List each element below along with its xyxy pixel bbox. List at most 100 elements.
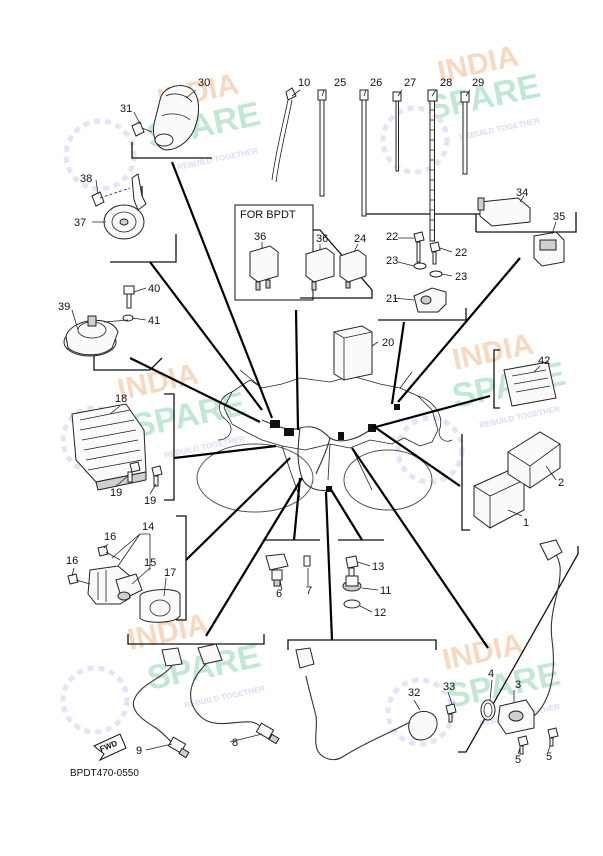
throttle-sensor-15 xyxy=(87,565,143,605)
callout-38: 38 xyxy=(80,173,92,185)
fwd-indicator: FWD xyxy=(93,733,127,762)
callout-23b: 23 xyxy=(455,271,467,283)
callout-4: 4 xyxy=(488,668,494,680)
bolt-22b xyxy=(429,241,441,265)
bolt-38 xyxy=(91,187,131,207)
wrench-icon xyxy=(60,665,130,735)
fwd-arrow-icon xyxy=(93,733,127,762)
callout-34: 34 xyxy=(516,187,528,199)
callout-11: 11 xyxy=(380,585,391,597)
frame-lines xyxy=(239,369,413,499)
washer-41 xyxy=(103,314,134,323)
frame-fairing-right xyxy=(417,395,453,442)
wrench-icon xyxy=(63,118,137,192)
relay-36b xyxy=(305,247,335,291)
harness-connector xyxy=(270,420,280,428)
callout-14: 14 xyxy=(142,521,154,533)
bracket-21 xyxy=(413,287,447,313)
callout-5a: 5 xyxy=(515,754,521,766)
bolt-19a xyxy=(127,461,141,483)
callout-2: 2 xyxy=(558,477,564,489)
connector-35 xyxy=(533,231,565,267)
sensor-8 xyxy=(190,643,280,745)
callout-19b: 19 xyxy=(144,495,156,507)
callout-29: 29 xyxy=(472,77,484,89)
watermark-tagline: REBUILD TOGETHER xyxy=(177,146,259,172)
callout-22a: 22 xyxy=(386,231,398,243)
harness-connector xyxy=(326,486,332,492)
frame-wheel-left xyxy=(196,443,314,513)
washer-23b xyxy=(429,270,443,278)
bolt-16a xyxy=(97,545,121,561)
rectifier-18 xyxy=(71,403,147,491)
callout-30: 30 xyxy=(198,77,210,89)
cable-tie-10 xyxy=(271,87,297,183)
label-plate-42 xyxy=(503,361,557,407)
callout-13: 13 xyxy=(372,561,384,573)
cable-tie-26 xyxy=(359,89,369,217)
callout-22b: 22 xyxy=(455,247,467,259)
callout-20: 20 xyxy=(382,337,394,349)
wrench-icon xyxy=(380,105,450,175)
cable-tie-29 xyxy=(460,91,470,175)
cable-tie-25 xyxy=(317,89,327,197)
sensor-6 xyxy=(265,553,289,587)
callout-33: 33 xyxy=(443,681,455,693)
cable-tie-27 xyxy=(392,91,402,172)
bolt-40 xyxy=(123,285,135,309)
callout-21: 21 xyxy=(386,293,398,305)
callout-39: 39 xyxy=(58,301,70,313)
callout-31: 31 xyxy=(120,103,132,115)
watermark-bottom-left: INDIA SPARE REBUILD TOGETHER xyxy=(60,608,266,735)
callout-ticks xyxy=(71,89,557,755)
callout-17: 17 xyxy=(164,567,176,579)
wire-harness xyxy=(261,419,371,492)
sensor-32 xyxy=(295,647,438,761)
relay-36a xyxy=(249,245,279,291)
callout-10: 10 xyxy=(298,77,310,89)
diagram-code: BPDT470-0550 xyxy=(70,768,139,779)
washer-23a xyxy=(413,262,427,270)
callout-36b: 36 xyxy=(316,233,328,245)
callout-6: 6 xyxy=(276,588,282,600)
callout-28: 28 xyxy=(440,77,452,89)
frame-body xyxy=(223,375,439,451)
callout-35: 35 xyxy=(553,211,565,223)
callout-25: 25 xyxy=(334,77,346,89)
callout-15: 15 xyxy=(144,557,156,569)
harness-connector xyxy=(338,432,344,440)
sensor-3 xyxy=(497,539,563,735)
callout-7: 7 xyxy=(306,585,312,597)
callout-16b: 16 xyxy=(66,555,78,567)
for-bpdt-label: FOR BPDT xyxy=(240,209,296,221)
harness-connector xyxy=(284,428,294,436)
frame-wheel-right xyxy=(343,449,433,511)
bolt-5b xyxy=(547,727,559,747)
harness-connector xyxy=(394,404,400,410)
horn-cover-30 xyxy=(153,85,199,151)
callout-8: 8 xyxy=(232,737,238,749)
callout-19a: 19 xyxy=(110,487,122,499)
watermark-tagline: REBUILD TOGETHER xyxy=(459,116,541,142)
watermark-group: INDIA SPARE REBUILD TOGETHER INDIA SPARE… xyxy=(60,40,569,747)
callout-1: 1 xyxy=(523,517,529,529)
frame-fairing-left xyxy=(217,391,233,441)
bolt-5a xyxy=(517,735,529,755)
callout-27: 27 xyxy=(404,77,416,89)
callout-40: 40 xyxy=(148,283,160,295)
oring-12 xyxy=(343,599,361,609)
watermark-tagline: REBUILD TOGETHER xyxy=(164,434,246,460)
bolt-16b xyxy=(67,573,91,585)
callout-5b: 5 xyxy=(546,751,552,763)
callout-42: 42 xyxy=(538,355,550,367)
callout-32: 32 xyxy=(408,687,420,699)
callout-12: 12 xyxy=(374,607,386,619)
relay-24 xyxy=(339,249,367,289)
callout-24: 24 xyxy=(354,233,366,245)
callout-37: 37 xyxy=(74,217,86,229)
callout-36a: 36 xyxy=(254,231,266,243)
callout-18: 18 xyxy=(115,393,127,405)
washer-7 xyxy=(303,555,311,567)
callout-labels: 1 2 3 4 5 5 6 7 8 9 10 11 12 13 14 15 16… xyxy=(58,77,565,766)
